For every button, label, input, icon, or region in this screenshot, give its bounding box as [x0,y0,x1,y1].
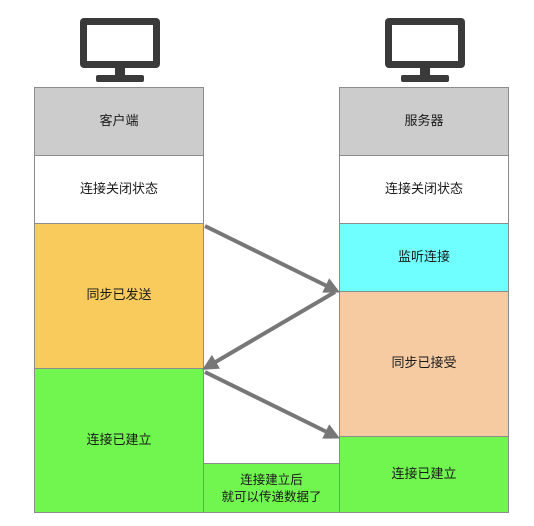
syn-ack-arrow [202,290,337,370]
syn-arrow [204,224,341,293]
data-transfer-note-line1: 连接建立后 [240,472,303,487]
data-transfer-note: 连接建立后 就可以传递数据了 [203,463,340,513]
data-transfer-note-line2: 就可以传递数据了 [221,489,322,504]
client-header: 客户端 [34,87,204,156]
server-state-listen: 监听连接 [339,223,509,292]
client-state-established: 连接已建立 [34,368,204,513]
server-state-established: 连接已建立 [339,436,509,513]
server-state-closed: 连接关闭状态 [339,155,509,224]
ack-arrow [204,370,341,439]
server-header: 服务器 [339,87,509,156]
server-monitor-icon [385,18,465,82]
server-state-syn-received: 同步已接受 [339,291,509,437]
client-monitor-icon [80,18,160,82]
client-state-syn-sent: 同步已发送 [34,223,204,369]
